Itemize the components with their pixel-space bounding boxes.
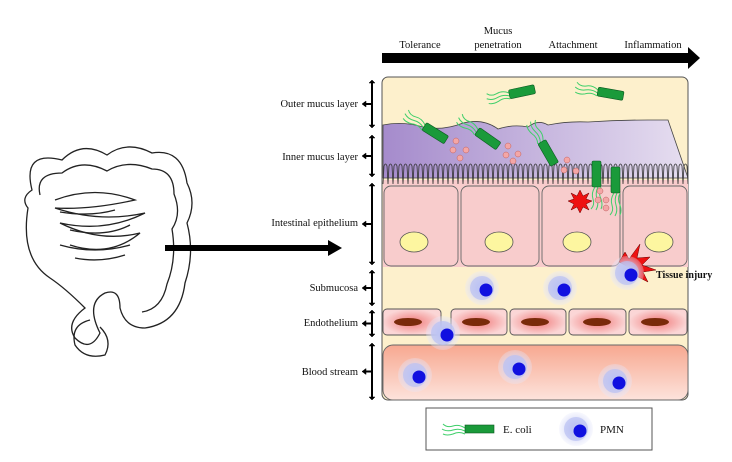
legend-ecoli-label: E. coli — [503, 424, 532, 436]
inner-mucus-layer — [382, 119, 689, 179]
label-endothelium: Endothelium — [304, 318, 358, 329]
epithelium-layer — [383, 180, 688, 267]
stage-mucus: Mucus — [484, 26, 513, 37]
intestine-icon — [24, 146, 193, 357]
label-submucosa: Submucosa — [310, 283, 359, 294]
stage-tolerance: Tolerance — [399, 40, 441, 51]
layer-brackets — [361, 79, 376, 401]
progression-arrow — [382, 47, 700, 69]
stage-inflammation: Inflammation — [624, 40, 682, 51]
microvilli — [382, 163, 689, 185]
stage-penetration: penetration — [474, 40, 522, 51]
label-epithelium: Intestinal epithelium — [271, 218, 358, 229]
label-inner-mucus: Inner mucus layer — [282, 152, 358, 163]
cell-nuclei — [399, 231, 674, 253]
label-outer-mucus: Outer mucus layer — [280, 99, 358, 110]
label-blood-stream: Blood stream — [302, 367, 358, 378]
legend: E. coli PMN — [425, 407, 653, 451]
endothelium-layer — [382, 308, 688, 336]
pointer-arrow — [165, 240, 342, 256]
toxin-particles — [449, 137, 610, 212]
stage-attachment: Attachment — [549, 40, 598, 51]
legend-pmn-label: PMN — [600, 424, 624, 436]
tissue-injury-label: Tissue injury — [656, 270, 712, 281]
injury-burst-icon — [567, 189, 593, 214]
